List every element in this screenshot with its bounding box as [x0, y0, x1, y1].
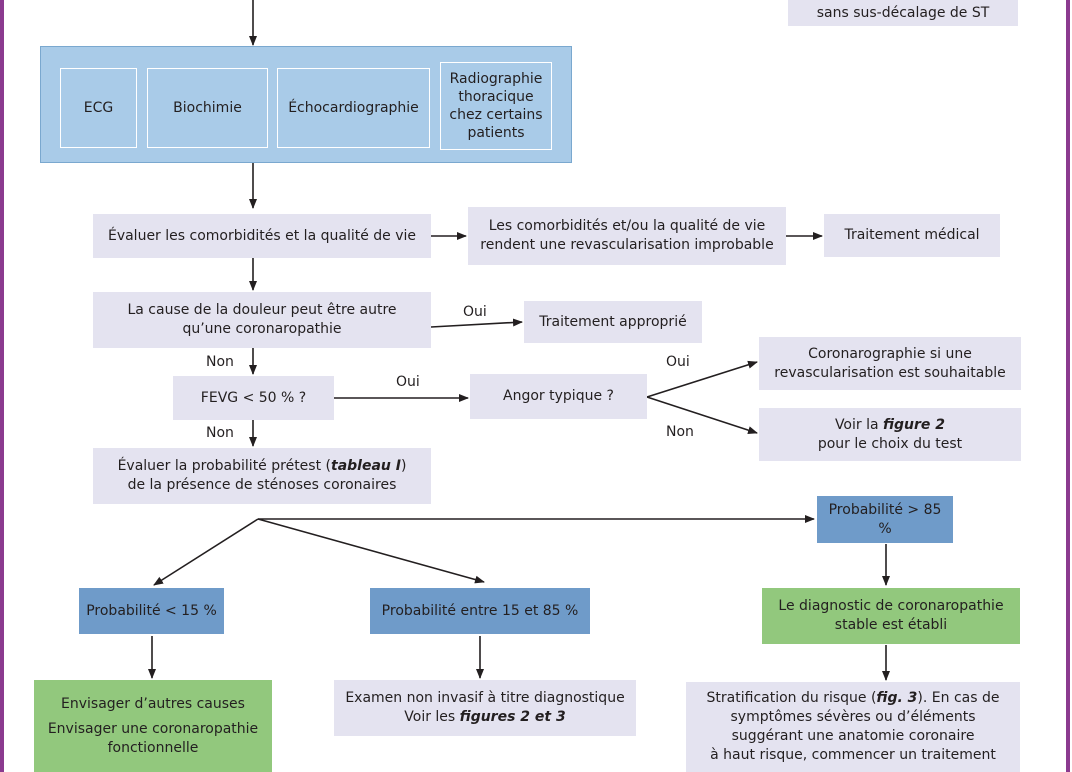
- frame-right-border: [1066, 0, 1070, 772]
- fevg-box: FEVG < 50 % ?: [173, 376, 334, 420]
- appropriate-treatment-box: Traitement approprié: [524, 301, 702, 343]
- exam-echocardiography: Échocardiographie: [277, 68, 430, 148]
- noninvasive-line1: Examen non invasif à titre diagnostique: [345, 690, 625, 706]
- revasc-improbable-box: Les comorbidités et/ou la qualité de vie…: [468, 207, 786, 265]
- label-non-angina: Non: [666, 424, 694, 440]
- label-oui-fevg: Oui: [396, 374, 420, 390]
- frame-left-border: [0, 0, 4, 772]
- arrow-angina-to-coronarography: [646, 360, 758, 398]
- arrow-angina-to-fig2: [646, 396, 758, 435]
- see-figure2-box: Voir la figure 2 pour le choix du test: [759, 408, 1021, 461]
- pretest-box: Évaluer la probabilité prétest (tableau …: [93, 448, 431, 504]
- risk-stratification-box: Stratification du risque (fig. 3). En ca…: [686, 682, 1020, 772]
- arrow-pretest-to-low: [153, 518, 259, 586]
- prob-high-box: Probabilité > 85 %: [817, 496, 953, 543]
- medical-treatment-box: Traitement médical: [824, 214, 1000, 257]
- label-non-fevg: Non: [206, 425, 234, 441]
- other-causes-line1: Envisager d’autres causes: [61, 695, 245, 712]
- other-causes-box: Envisager d’autres causes Envisager une …: [34, 680, 272, 772]
- top-right-box: sans sus-décalage de ST: [788, 0, 1018, 26]
- exam-chest-xray: Radiographie thoracique chez certains pa…: [440, 62, 552, 150]
- prob-low-box: Probabilité < 15 %: [79, 588, 224, 634]
- arrow-pain-to-appropriate: [430, 318, 523, 328]
- label-oui-pain: Oui: [463, 304, 487, 320]
- noninvasive-line2: Voir les figures 2 et 3: [404, 709, 566, 725]
- label-non-pain: Non: [206, 354, 234, 370]
- prob-mid-box: Probabilité entre 15 et 85 %: [370, 588, 590, 634]
- comorbidity-box: Évaluer les comorbidités et la qualité d…: [93, 214, 431, 258]
- coronarography-box: Coronarographie si une revascularisation…: [759, 337, 1021, 390]
- exam-ecg: ECG: [60, 68, 137, 148]
- exam-biochemistry: Biochimie: [147, 68, 268, 148]
- typical-angina-box: Angor typique ?: [470, 374, 647, 419]
- arrow-pretest-to-mid: [257, 518, 485, 584]
- pain-cause-box: La cause de la douleur peut être autre q…: [93, 292, 431, 348]
- other-causes-line2: Envisager une coronaropathie fonctionnel…: [47, 720, 259, 756]
- noninvasive-box: Examen non invasif à titre diagnostique …: [334, 680, 636, 736]
- label-oui-angina: Oui: [666, 354, 690, 370]
- stable-diagnosis-box: Le diagnostic de coronaropathie stable e…: [762, 588, 1020, 644]
